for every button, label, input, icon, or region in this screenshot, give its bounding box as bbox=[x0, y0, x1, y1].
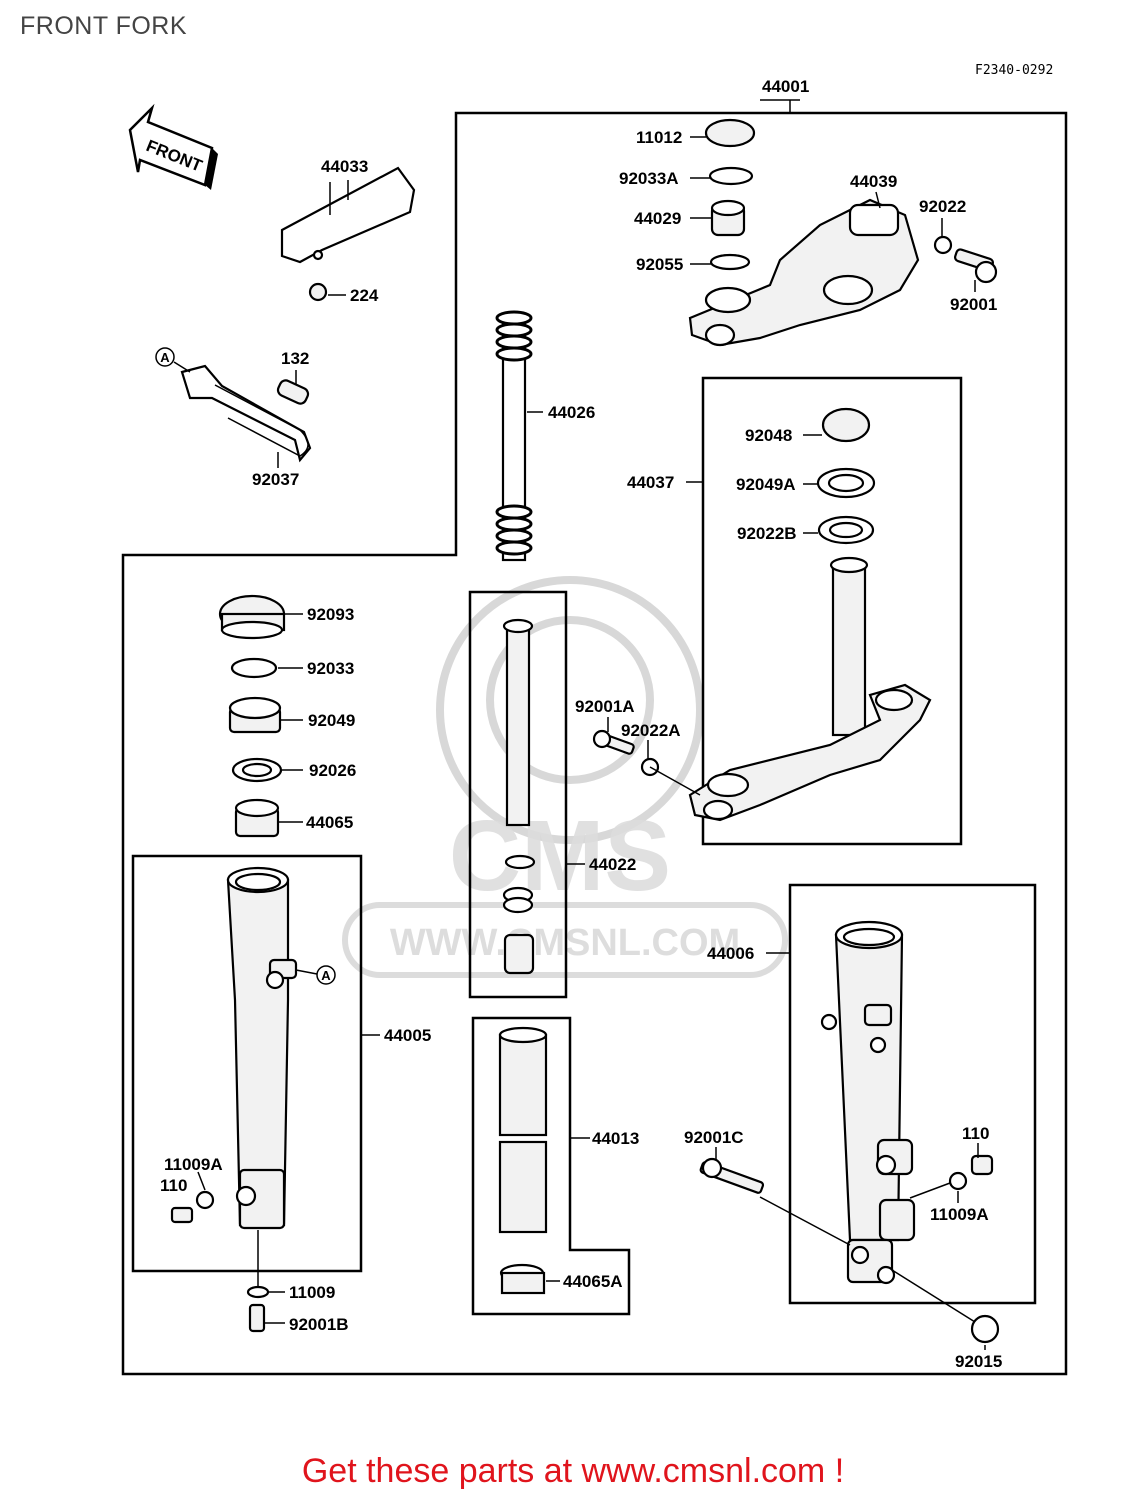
label-92022B: 92022B bbox=[737, 524, 797, 543]
label-11009A-right: 11009A bbox=[930, 1205, 989, 1224]
sub-box-44022 bbox=[468, 590, 568, 999]
label-92001B: 92001B bbox=[289, 1315, 349, 1334]
label-92093: 92093 bbox=[307, 605, 354, 624]
label-44037: 44037 bbox=[627, 473, 674, 492]
marker-a-left: A bbox=[155, 347, 191, 373]
part-92037-guide bbox=[180, 364, 312, 463]
label-44039: 44039 bbox=[850, 172, 897, 191]
label-92048: 92048 bbox=[745, 426, 792, 445]
part-44033-bracket bbox=[280, 166, 416, 302]
label-92001A: 92001A bbox=[575, 697, 635, 716]
label-92049: 92049 bbox=[308, 711, 355, 730]
drawing-code: F2340-0292 bbox=[975, 63, 1053, 78]
label-110-left: 110 bbox=[160, 1176, 187, 1195]
label-92049A: 92049A bbox=[736, 475, 796, 494]
label-92037: 92037 bbox=[252, 470, 299, 489]
label-224: 224 bbox=[350, 286, 379, 305]
leader-lines bbox=[197, 136, 986, 1350]
top-cap-parts bbox=[704, 118, 756, 271]
part-44022-damper-rod bbox=[502, 618, 536, 975]
label-44065A: 44065A bbox=[563, 1272, 623, 1291]
label-44013: 44013 bbox=[592, 1129, 639, 1148]
part-44037-stem bbox=[688, 407, 932, 822]
label-44005: 44005 bbox=[384, 1026, 431, 1045]
label-92022A: 92022A bbox=[621, 721, 681, 740]
watermark-logo: CMS bbox=[449, 800, 671, 912]
front-arrow: FRONT bbox=[128, 103, 218, 190]
label-44033: 44033 bbox=[321, 157, 368, 176]
part-44006-outer-tube bbox=[699, 920, 1000, 1344]
footer-link-text[interactable]: Get these parts at www.cmsnl.com ! bbox=[301, 1452, 845, 1490]
sub-box-44013 bbox=[471, 1016, 631, 1316]
label-44001: 44001 bbox=[762, 77, 809, 96]
marker-a-right: A bbox=[295, 965, 336, 985]
page-title: FRONT FORK bbox=[20, 12, 188, 40]
label-92033: 92033 bbox=[307, 659, 354, 678]
label-92055: 92055 bbox=[636, 255, 683, 274]
part-44026-spring bbox=[495, 310, 533, 562]
part-44005-outer-tube bbox=[170, 866, 298, 1333]
sub-box-44006 bbox=[788, 883, 1037, 1305]
label-44026: 44026 bbox=[548, 403, 595, 422]
svg-text:A: A bbox=[160, 350, 170, 365]
label-92015: 92015 bbox=[955, 1352, 1002, 1371]
label-44065: 44065 bbox=[306, 813, 353, 832]
sub-box-44037 bbox=[701, 376, 963, 846]
left-seal-stack bbox=[218, 594, 286, 838]
part-44013-inner-tube bbox=[498, 1026, 548, 1295]
label-92033A: 92033A bbox=[619, 169, 679, 188]
label-44029: 44029 bbox=[634, 209, 681, 228]
label-132: 132 bbox=[281, 349, 309, 368]
label-11012: 11012 bbox=[636, 128, 682, 147]
label-44006: 44006 bbox=[707, 944, 754, 963]
label-92001: 92001 bbox=[950, 295, 997, 314]
label-44022: 44022 bbox=[589, 855, 636, 874]
label-110-right: 110 bbox=[962, 1124, 989, 1143]
part-44039-upper-bracket bbox=[688, 198, 998, 347]
assembly-outline-44001 bbox=[121, 111, 1068, 1376]
part-92001A-bolt bbox=[592, 729, 701, 796]
label-11009: 11009 bbox=[289, 1283, 335, 1302]
svg-text:A: A bbox=[321, 968, 331, 983]
label-92001C: 92001C bbox=[684, 1128, 744, 1147]
label-92026: 92026 bbox=[309, 761, 356, 780]
sub-box-44005 bbox=[131, 854, 363, 1273]
label-92022: 92022 bbox=[919, 197, 966, 216]
parts-diagram: CMS WWW.CMSNL.COM F2340-0292 FRONT bbox=[121, 63, 1068, 1376]
label-11009A-left: 11009A bbox=[164, 1155, 223, 1174]
part-labels: 44001 11012 92033A 44029 92055 44039 920… bbox=[160, 77, 1002, 1371]
